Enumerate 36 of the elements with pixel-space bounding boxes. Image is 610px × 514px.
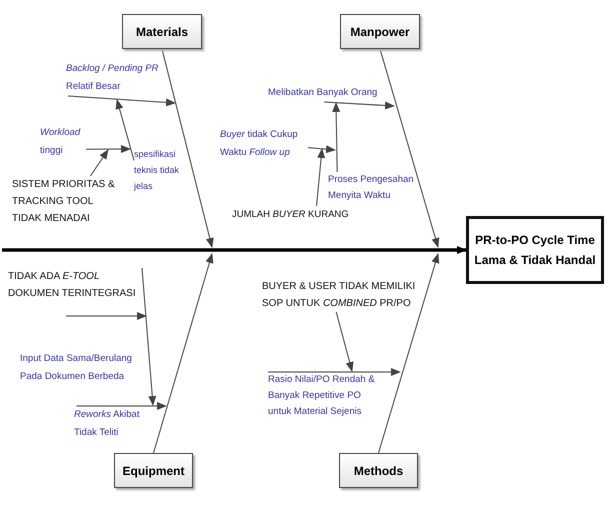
category-box: Manpower	[340, 14, 420, 49]
cause-text: BUYER & USER TIDAK MEMILIKI SOP UNTUK COMBINED PR/PO	[262, 278, 427, 312]
arrow	[332, 102, 340, 172]
arrow	[90, 149, 109, 176]
cause-text: Buyer tidak Cukup Waktu Follow up	[220, 126, 308, 162]
spine-arrow	[2, 246, 467, 254]
arrow	[116, 99, 134, 161]
category-box: Equipment	[114, 453, 193, 488]
cause-text: Rasio Nilai/PO Rendah & Banyak Repetitive PO untuk Material Sejenis	[268, 372, 383, 420]
arrow	[86, 145, 131, 154]
cause-text: Melibatkan Banyak Orang	[268, 84, 393, 102]
cause-text: Workload tinggi	[40, 124, 86, 160]
category-box: Methods	[339, 453, 418, 488]
arrow	[68, 96, 176, 106]
arrow	[324, 102, 395, 110]
effect-box: PR-to-PO Cycle Time Lama & Tidak Handal	[466, 216, 604, 284]
category-box: Materials	[122, 14, 202, 49]
arrow	[378, 253, 440, 454]
cause-text: Reworks Akibat Tidak Teliti	[74, 406, 154, 442]
arrow	[316, 148, 326, 206]
arrow	[76, 402, 167, 410]
arrow	[142, 268, 156, 406]
arrow	[268, 368, 401, 376]
arrow	[153, 253, 214, 454]
cause-text: spesifikasi teknis tidak jelas	[134, 146, 180, 194]
arrow	[380, 48, 440, 248]
cause-text: SISTEM PRIORITAS & TRACKING TOOL TIDAK MENADAI	[12, 176, 124, 227]
cause-text: Backlog / Pending PR Relatif Besar	[66, 60, 171, 96]
arrow	[66, 312, 147, 320]
cause-text: TIDAK ADA E-TOOL DOKUMEN TERINTEGRASI	[8, 268, 142, 302]
arrow	[308, 145, 336, 154]
arrow	[162, 48, 214, 248]
arrow	[336, 312, 354, 372]
cause-text: JUMLAH BUYER KURANG	[232, 206, 362, 223]
cause-text: Input Data Sama/Berulang Pada Dokumen Berbeda	[20, 352, 133, 384]
cause-text: Proses Pengesahan Menyita Waktu	[328, 172, 420, 204]
